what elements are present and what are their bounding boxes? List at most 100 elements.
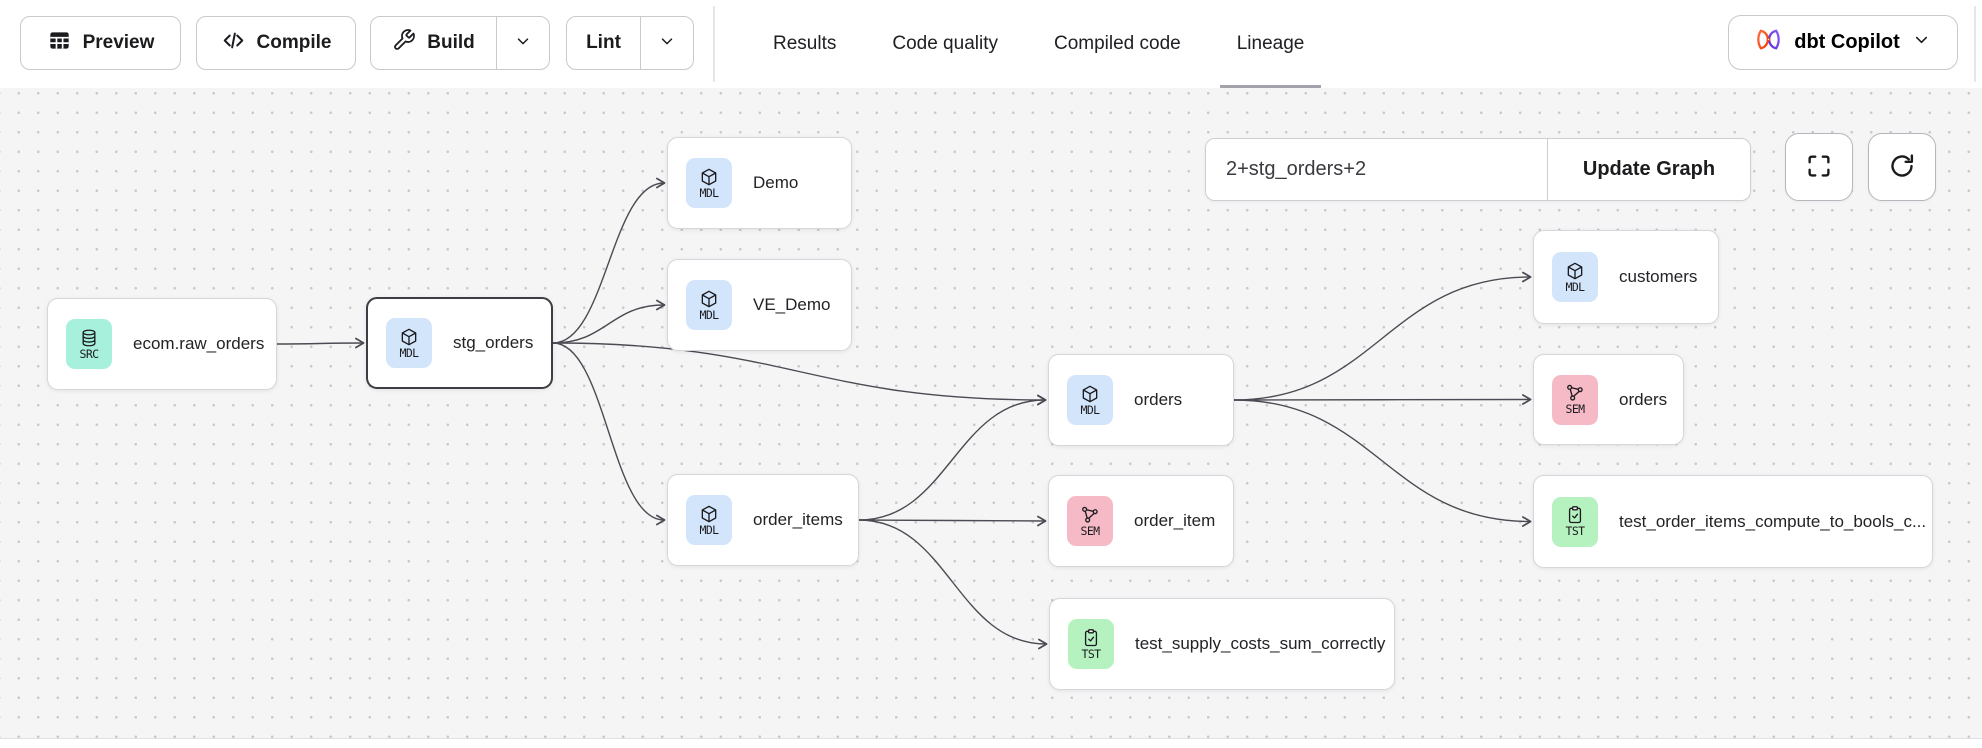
lineage-node-demo[interactable]: MDL Demo	[667, 137, 852, 229]
test-icon	[1081, 628, 1101, 648]
node-label: Demo	[753, 173, 799, 192]
lint-button-group: Lint	[566, 16, 694, 70]
cube-icon	[399, 327, 419, 347]
node-badge-label: MDL	[699, 307, 720, 322]
semantic-icon	[1080, 505, 1100, 525]
refresh-button[interactable]	[1868, 133, 1936, 201]
fullscreen-button[interactable]	[1785, 133, 1853, 201]
edge-order_items-to-test_supply	[858, 519, 1048, 650]
build-dropdown-button[interactable]	[496, 17, 549, 69]
semantic-icon	[1565, 383, 1585, 403]
table-icon	[47, 28, 72, 59]
lineage-selector: Update Graph	[1205, 138, 1751, 201]
node-label: order_items	[753, 510, 843, 529]
node-badge-label: MDL	[699, 185, 720, 200]
result-tabs: Results Code quality Compiled code Linea…	[773, 0, 1321, 88]
build-button[interactable]: Build	[371, 17, 496, 69]
edge-order_items-to-order_item_sem	[858, 515, 1047, 527]
node-label: customers	[1619, 267, 1698, 286]
edge-stg_orders-to-orders_mdl	[552, 342, 1047, 406]
node-badge-sem: SEM	[1067, 496, 1113, 546]
node-badge-label: MDL	[699, 522, 720, 537]
toolbar: Preview Compile Build Lint	[0, 0, 1982, 88]
node-badge-src: SRC	[66, 319, 112, 369]
wrench-icon	[392, 28, 416, 58]
compile-button[interactable]: Compile	[196, 16, 356, 70]
node-badge-label: MDL	[1080, 402, 1101, 417]
lineage-node-stg_orders[interactable]: MDL stg_orders	[366, 297, 553, 389]
build-button-group: Build	[370, 16, 550, 70]
build-button-label: Build	[427, 32, 475, 53]
edge-order_items-to-orders_mdl	[858, 394, 1047, 521]
lineage-selector-input[interactable]	[1206, 139, 1547, 200]
edge-orders_mdl-to-orders_sem	[1233, 394, 1532, 405]
node-badge-sem: SEM	[1552, 374, 1598, 425]
chevron-down-icon	[514, 32, 532, 55]
fullscreen-icon	[1804, 151, 1834, 184]
lineage-node-test_order_items[interactable]: TST test_order_items_compute_to_bools_c..…	[1533, 475, 1933, 568]
lint-button-label: Lint	[586, 32, 621, 53]
node-badge-label: SRC	[79, 346, 100, 361]
node-badge-mdl: MDL	[686, 158, 732, 208]
lineage-node-raw_orders[interactable]: SRC ecom.raw_orders	[47, 298, 277, 390]
node-badge-mdl: MDL	[386, 318, 432, 368]
edge-stg_orders-to-ve_demo	[552, 299, 666, 344]
tab-code-quality[interactable]: Code quality	[892, 33, 998, 54]
node-label: ecom.raw_orders	[133, 334, 265, 353]
lint-dropdown-button[interactable]	[640, 17, 693, 69]
node-badge-label: TST	[1565, 524, 1586, 538]
lineage-node-orders_sem[interactable]: SEM orders	[1533, 354, 1684, 445]
node-label: orders	[1134, 390, 1183, 409]
cube-icon	[699, 289, 719, 309]
lineage-node-order_items[interactable]: MDL order_items	[667, 474, 859, 566]
node-label: orders	[1619, 389, 1668, 409]
lineage-edges	[276, 177, 1532, 650]
lineage-node-ve_demo[interactable]: MDL VE_Demo	[667, 259, 852, 351]
cube-icon	[699, 504, 719, 524]
database-icon	[79, 328, 99, 348]
edge-raw_orders-to-stg_orders	[276, 337, 365, 349]
edge-stg_orders-to-order_items	[552, 342, 666, 526]
lineage-node-customers[interactable]: MDL customers	[1533, 230, 1719, 324]
edge-orders_mdl-to-customers	[1233, 271, 1532, 401]
node-label: test_order_items_compute_to_bools_c...	[1619, 511, 1927, 531]
node-badge-mdl: MDL	[686, 495, 732, 545]
node-badge-label: MDL	[399, 345, 420, 360]
lineage-node-orders_mdl[interactable]: MDL orders	[1048, 354, 1234, 446]
node-badge-mdl: MDL	[1067, 375, 1113, 425]
cube-icon	[1080, 384, 1100, 404]
cube-icon	[1565, 261, 1585, 281]
chevron-down-icon	[1912, 30, 1931, 55]
node-badge-tst: TST	[1552, 496, 1598, 547]
code-icon	[221, 28, 246, 59]
preview-button-label: Preview	[82, 32, 155, 53]
preview-button[interactable]: Preview	[20, 16, 181, 70]
toolbar-right-divider	[1974, 6, 1976, 82]
compile-button-label: Compile	[256, 32, 332, 53]
refresh-icon	[1887, 151, 1917, 184]
lint-button[interactable]: Lint	[567, 17, 640, 69]
node-badge-label: SEM	[1080, 523, 1101, 538]
node-badge-label: SEM	[1565, 402, 1586, 416]
toolbar-divider	[713, 6, 715, 82]
node-label: stg_orders	[453, 333, 534, 352]
edge-orders_mdl-to-test_order_items	[1233, 399, 1532, 527]
node-badge-label: TST	[1081, 646, 1102, 661]
dbt-copilot-label: dbt Copilot	[1794, 31, 1900, 53]
tab-results[interactable]: Results	[773, 33, 837, 54]
tab-compiled-code[interactable]: Compiled code	[1053, 33, 1181, 54]
node-label: VE_Demo	[753, 295, 831, 314]
cube-icon	[699, 167, 719, 187]
dbt-copilot-button[interactable]: dbt Copilot	[1728, 15, 1958, 70]
edge-stg_orders-to-demo	[552, 177, 666, 344]
node-badge-mdl: MDL	[686, 280, 732, 330]
panel-bottom-strip	[0, 738, 1982, 748]
tab-lineage[interactable]: Lineage	[1219, 0, 1321, 88]
update-graph-button[interactable]: Update Graph	[1547, 139, 1750, 200]
chevron-down-icon	[658, 32, 676, 55]
node-badge-label: MDL	[1565, 279, 1586, 294]
